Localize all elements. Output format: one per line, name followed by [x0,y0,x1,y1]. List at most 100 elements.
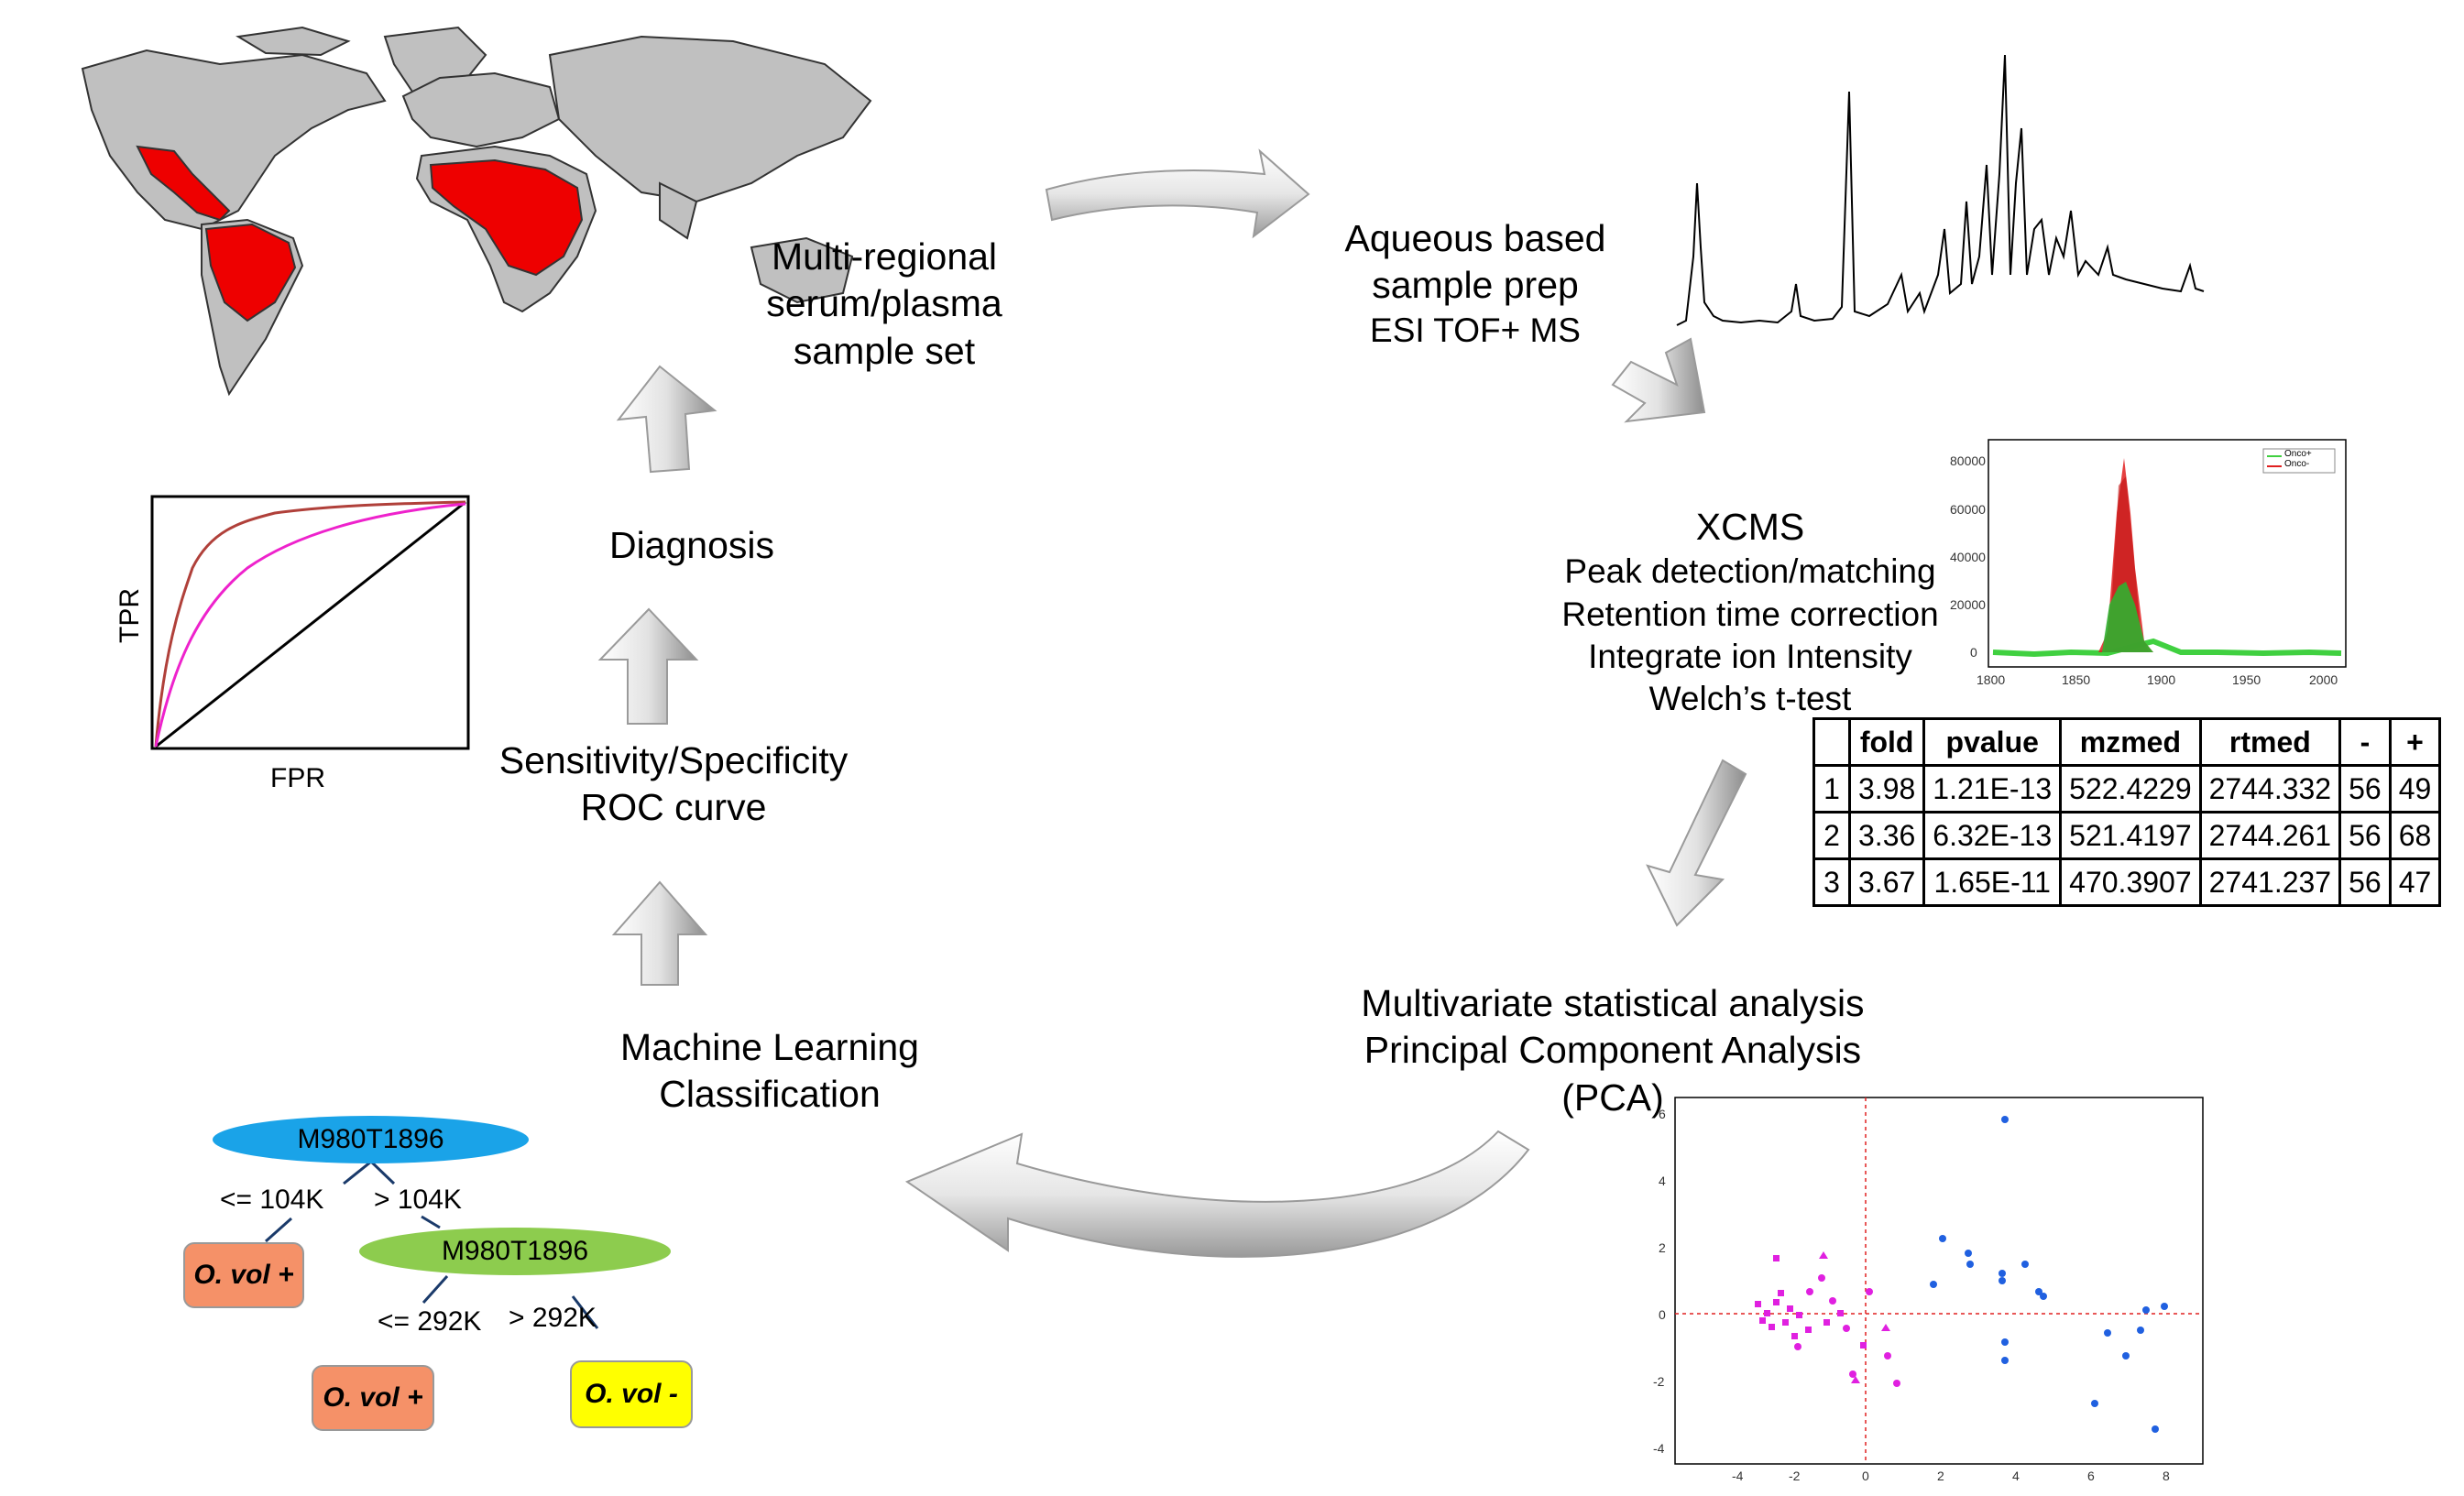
world-map [81,26,872,397]
table-row: 1 3.98 1.21E-13 522.4229 2744.332 56 49 [1812,764,2442,814]
roc-line1: Sensitivity/Specificity [498,739,849,781]
table-header: fold [1847,717,1926,767]
tree-edge-label: <= 292K [378,1306,482,1337]
table-header: mzmed [2059,717,2202,767]
table-cell: 47 [2388,857,2442,907]
step-machine-learning: Machine Learning Classification [605,1024,935,1119]
prep-line3: ESI TOF+ MS [1370,311,1581,349]
tree-root-node: M980T1896 [213,1116,529,1163]
step-xcms: XCMS Peak detection/matching Retention t… [1539,504,1961,720]
roc-xlabel: FPR [270,763,325,793]
xcms-title: XCMS [1695,506,1805,548]
table-cell: 3.67 [1847,857,1926,907]
eic-legend: Onco+ Onco- [2284,449,2312,469]
pca-xtick: -2 [1789,1469,1801,1483]
eic-ytick: 60000 [1950,502,1986,517]
table-header: - [2338,717,2392,767]
eic-ytick: 0 [1970,645,1977,660]
step-sample-set: Multi-regional serum/plasma sample set [733,234,1035,375]
pca-ytick: 0 [1659,1307,1666,1322]
tree-leaf-1: O. vol + [183,1242,304,1308]
step-multivariate: Multivariate statistical analysis Princi… [1338,980,1888,1121]
prep-line2: sample prep [1372,264,1579,307]
xcms-line5: Welch’s t-test [1648,680,1852,717]
xcms-line4: Integrate ion Intensity [1588,637,1912,675]
table-cell: 3 [1812,857,1851,907]
sample-set-line2: serum/plasma [766,282,1002,325]
pca-ytick: -2 [1653,1374,1665,1389]
table-cell: 1.21E-13 [1922,764,2063,814]
pca-xtick: 8 [2163,1469,2170,1483]
table-cell: 68 [2388,811,2442,860]
pca-xtick: -4 [1732,1469,1744,1483]
eic-xtick: 1900 [2147,672,2176,687]
table-cell: 6.32E-13 [1922,811,2063,860]
sample-set-line1: Multi-regional [771,235,998,278]
table-header [1812,717,1851,767]
eic-ytick: 40000 [1950,550,1986,564]
eic-ytick: 20000 [1950,597,1986,612]
pca-xtick: 0 [1862,1469,1869,1483]
table-cell: 522.4229 [2059,764,2202,814]
pca-xtick: 4 [2012,1469,2020,1483]
table-cell: 2744.261 [2198,811,2342,860]
eic-xtick: 1950 [2232,672,2261,687]
table-cell: 521.4197 [2059,811,2202,860]
pca-xtick: 6 [2087,1469,2095,1483]
table-row: 2 3.36 6.32E-13 521.4197 2744.261 56 68 [1812,811,2442,860]
pca-ytick: 6 [1659,1107,1666,1121]
table-cell: 3.36 [1847,811,1926,860]
table-cell: 2741.237 [2198,857,2342,907]
roc-plot [150,495,470,750]
table-row: 3 3.67 1.65E-11 470.3907 2741.237 56 47 [1812,857,2442,907]
table-cell: 56 [2338,811,2392,860]
ml-line1: Machine Learning [620,1026,919,1068]
step-sample-prep: Aqueous based sample prep ESI TOF+ MS [1338,215,1613,352]
pca-ytick: 2 [1659,1240,1666,1255]
xcms-line2: Peak detection/matching [1564,552,1936,591]
table-cell: 49 [2388,764,2442,814]
tree-node-2: M980T1896 [359,1228,671,1275]
table-cell: 56 [2338,764,2392,814]
multivariate-line1: Multivariate statistical analysis [1361,982,1865,1024]
eic-plot [1988,439,2347,668]
eic-xtick: 1800 [1977,672,2006,687]
xcms-results-table: fold pvalue mzmed rtmed - + 1 3.98 1.21E… [1812,717,2442,907]
eic-ytick: 80000 [1950,453,1986,468]
table-cell: 56 [2338,857,2392,907]
prep-line1: Aqueous based [1344,217,1606,259]
tree-edge-label: > 104K [374,1185,462,1215]
table-cell: 470.3907 [2059,857,2202,907]
eic-legend-item: Onco+ [2284,449,2312,459]
pca-xtick: 2 [1937,1469,1944,1483]
table-header: rtmed [2198,717,2342,767]
tree-leaf-3: O. vol - [570,1360,693,1428]
ml-line2: Classification [659,1073,881,1116]
table-header: + [2388,717,2442,767]
step-roc: Sensitivity/Specificity ROC curve [486,737,861,832]
table-cell: 1.65E-11 [1922,857,2063,907]
table-header: pvalue [1922,717,2063,767]
eic-xtick: 2000 [2309,672,2338,687]
flow-arrows [597,148,1747,1258]
pca-ytick: 4 [1659,1174,1666,1188]
pca-plot [1674,1097,2204,1465]
table-cell: 3.98 [1847,764,1926,814]
roc-line2: ROC curve [580,786,767,829]
eic-xtick: 1850 [2062,672,2091,687]
roc-ylabel: TPR [115,588,145,643]
table-cell: 1 [1812,764,1851,814]
table-cell: 2 [1812,811,1851,860]
sample-set-line3: sample set [793,329,976,372]
xcms-line3: Retention time correction [1561,595,1939,633]
multivariate-line3: (PCA) [1561,1076,1664,1119]
table-cell: 2744.332 [2198,764,2342,814]
eic-legend-item: Onco- [2284,459,2310,469]
tree-edge-label: > 292K [509,1303,597,1333]
multivariate-line2: Principal Component Analysis [1363,1029,1862,1072]
tree-leaf-2: O. vol + [312,1365,434,1431]
table-header-row: fold pvalue mzmed rtmed - + [1812,717,2442,767]
ms-chromatogram [1676,54,2205,326]
tree-edges [265,1160,599,1329]
